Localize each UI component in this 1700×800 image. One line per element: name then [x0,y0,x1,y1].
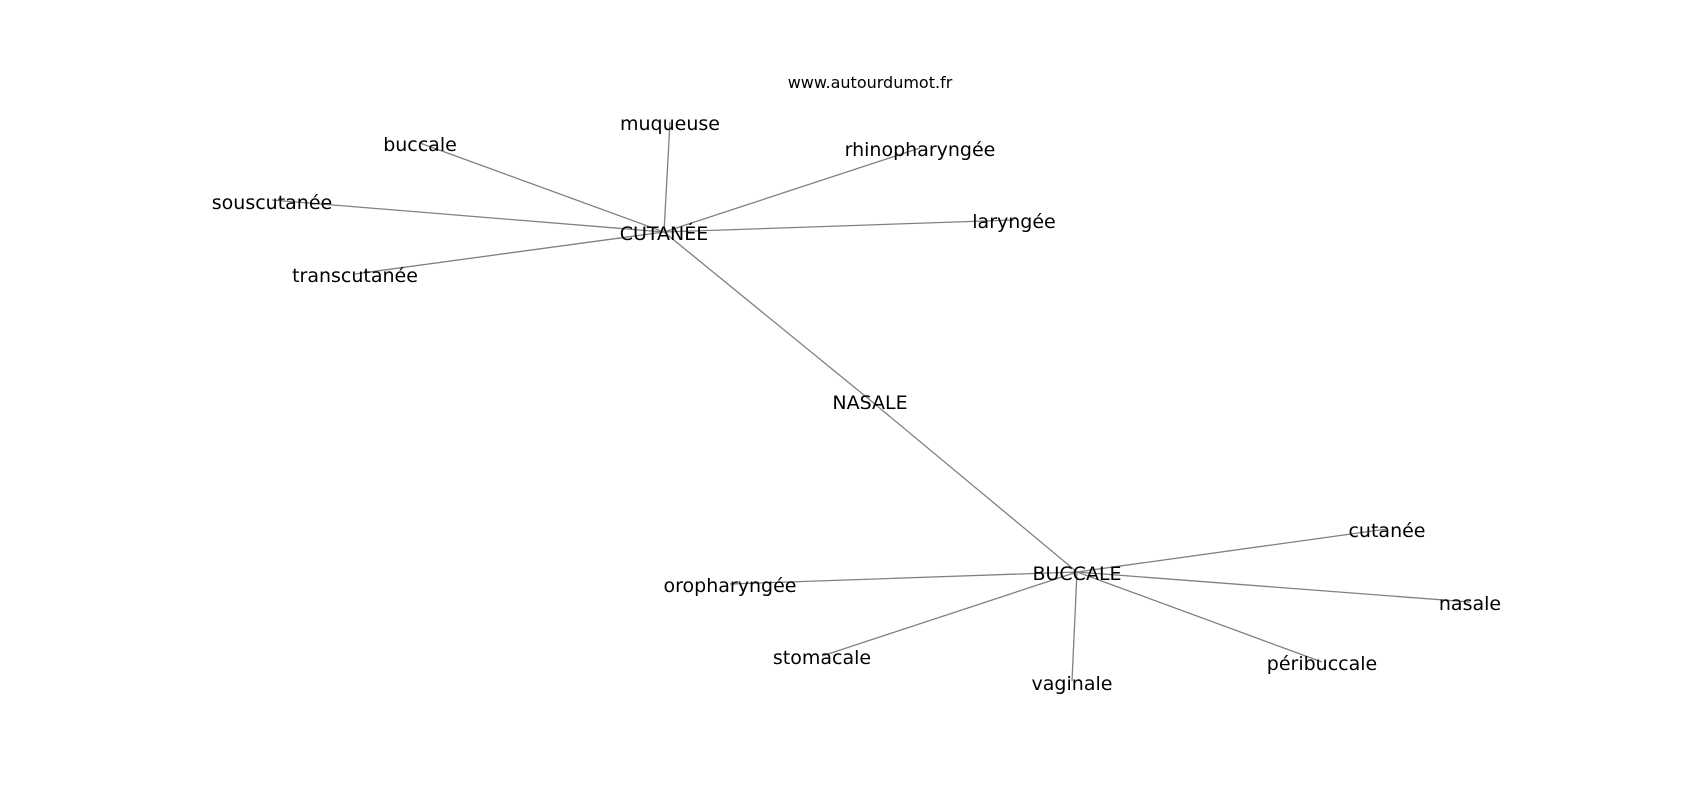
node-rhinopharyngee[interactable]: rhinopharyngée [845,139,996,161]
node-peribuccale[interactable]: péribuccale [1267,653,1377,675]
edge-buccale_hub-oropharyngee [729,571,1078,585]
node-buccale-hub[interactable]: BUCCALE [1032,563,1121,585]
edge-buccale_hub-stomacale [821,571,1078,657]
node-laryngee[interactable]: laryngée [972,211,1055,233]
edge-cutanee_hub-rhinopharyngee [663,147,921,233]
node-transcutanee[interactable]: transcutanée [292,265,418,287]
edge-cutanee_hub-laryngee [663,219,1015,233]
node-cutanee[interactable]: cutanée [1348,520,1425,542]
node-oropharyngee[interactable]: oropharyngée [664,575,797,597]
edge-cutanee_hub-buccale [419,142,665,233]
node-muqueuse[interactable]: muqueuse [620,113,720,135]
node-buccale[interactable]: buccale [383,134,457,156]
edge-buccale_hub-cutanee [1076,528,1388,573]
edge-cutanee_hub-nasale_center [663,231,871,401]
node-stomacale[interactable]: stomacale [773,647,871,669]
edge-nasale_center-buccale_hub [869,399,1078,573]
node-vaginale[interactable]: vaginale [1032,673,1113,695]
node-souscutanee[interactable]: souscutanée [212,192,332,214]
source-credit[interactable]: www.autourdumot.fr [788,73,953,92]
node-nasale-center[interactable]: NASALE [832,392,907,414]
labels-layer: www.autourdumot.fr NASALE CUTANÉE BUCCAL… [212,73,1501,695]
edge-cutanee_hub-muqueuse [663,121,671,233]
edges-layer [271,121,1471,682]
edge-cutanee_hub-transcutanee [354,231,665,275]
edge-buccale_hub-vaginale [1071,571,1078,682]
edge-buccale_hub-nasale [1076,571,1471,603]
edge-buccale_hub-peribuccale [1076,571,1323,663]
edge-cutanee_hub-souscutanee [271,199,665,233]
node-nasale[interactable]: nasale [1439,593,1501,615]
node-cutanee-hub[interactable]: CUTANÉE [620,222,709,245]
